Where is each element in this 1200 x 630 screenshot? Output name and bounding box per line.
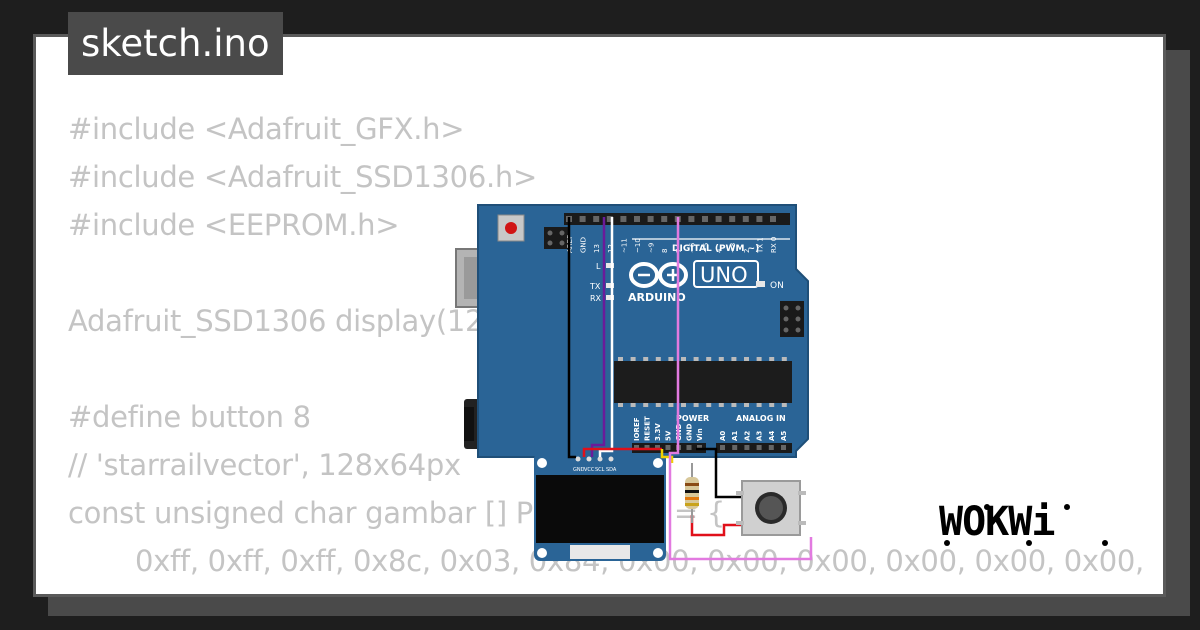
header-pin xyxy=(688,216,695,222)
rx-led-label: RX xyxy=(590,294,602,303)
power-pin-label: IOREF xyxy=(633,417,641,441)
code-line: // 'starrailvector', 128x64px xyxy=(68,448,461,482)
wire-scl xyxy=(590,217,606,457)
power-pin-label: GND xyxy=(686,423,694,441)
analog-pin-label: A4 xyxy=(768,431,776,441)
top-pin-label: ~10 xyxy=(634,238,642,253)
code-line: #define button 8 xyxy=(68,400,311,434)
top-pin-label: 4 xyxy=(716,248,724,253)
wokwi-logo: WOKWi xyxy=(939,499,1108,546)
analog-header xyxy=(716,443,792,453)
oled-pin-label: VCC xyxy=(584,467,595,473)
analog-label: ANALOG IN xyxy=(736,414,786,423)
icsp-header-2 xyxy=(780,301,804,337)
analog-pin-label: A5 xyxy=(780,431,788,441)
wire-gnd xyxy=(567,217,576,459)
resistor xyxy=(685,463,699,523)
oled-pin-label: SCL xyxy=(595,467,605,473)
wire-gnd-button xyxy=(696,447,742,499)
wire-vcc xyxy=(582,447,662,457)
wire-red-button xyxy=(690,515,742,537)
power-label: POWER xyxy=(676,414,709,423)
analog-pin-label: A3 xyxy=(756,431,764,441)
header-pin xyxy=(729,216,736,222)
top-pin-label: 2 xyxy=(743,249,751,253)
top-pin-label: ~9 xyxy=(648,243,656,253)
top-pin-label: ~5 xyxy=(702,243,710,253)
top-pin-label: 8 xyxy=(661,249,669,253)
header-pin xyxy=(647,216,654,222)
code-line: #include <Adafruit_GFX.h> xyxy=(68,112,465,146)
preview-card: #include <Adafruit_GFX.h> #include <Adafr… xyxy=(33,34,1166,597)
on-led-label: ON xyxy=(770,281,784,291)
code-preview: #include <Adafruit_GFX.h> #include <Adafr… xyxy=(68,105,1163,594)
header-pin xyxy=(742,216,749,222)
l-led-label: L xyxy=(596,262,601,271)
arduino-brand: ARDUINO xyxy=(628,291,686,304)
top-pin-label: ~3 xyxy=(729,243,737,253)
power-pin-label: RESET xyxy=(644,416,652,441)
wokwi-logo-text: WOKWi xyxy=(939,499,1054,545)
wire-pink xyxy=(668,217,813,561)
digital-label: DIGITAL (PWM ~) xyxy=(672,244,759,254)
analog-pin-label: A2 xyxy=(743,431,751,441)
header-pin xyxy=(770,216,776,222)
top-pin-label: ~11 xyxy=(620,238,628,253)
top-pin-label: GND xyxy=(580,237,588,253)
header-pin xyxy=(702,216,708,222)
wire-5v-yellow xyxy=(660,449,674,463)
header-pin xyxy=(606,216,613,222)
analog-pin-label: A0 xyxy=(719,431,727,441)
header-pin xyxy=(579,216,586,222)
power-pin-label: 3.3V xyxy=(654,423,662,441)
oled-pin-label: SDA xyxy=(606,467,617,473)
reset-button xyxy=(497,214,525,242)
code-line: 0xff, 0xff, 0xff, 0x8e, 0x03, 0x7c, 0x00… xyxy=(68,585,1163,594)
code-line: #include <Adafruit_SSD1306.h> xyxy=(68,160,537,194)
power-pin-label: Vin xyxy=(696,428,704,441)
top-pin-label: TX 1 xyxy=(756,237,764,254)
header-pin xyxy=(661,216,668,222)
board-model: UNO xyxy=(700,263,748,287)
wires xyxy=(567,217,813,561)
icsp-header xyxy=(544,227,568,249)
analog-pin-label: A1 xyxy=(731,431,739,441)
oled-pin-label: GND xyxy=(573,467,585,473)
file-tab[interactable]: sketch.ino xyxy=(68,12,283,75)
wire-sda xyxy=(598,217,614,457)
tx-led-label: TX xyxy=(589,282,601,291)
header-pin xyxy=(593,216,600,222)
atmega-chip xyxy=(614,361,792,403)
header-pin xyxy=(715,216,722,222)
power-pin-label: 5V xyxy=(665,430,673,441)
push-button xyxy=(736,480,806,536)
header-pin xyxy=(634,216,640,222)
header-pin xyxy=(620,216,627,222)
top-pin-label: ~6 xyxy=(688,242,696,253)
arduino-logo xyxy=(629,262,688,288)
header-pin xyxy=(756,216,763,222)
top-pin-label: 13 xyxy=(593,244,601,253)
top-pin-label: RX 0 xyxy=(770,237,778,253)
code-line: #include <EEPROM.h> xyxy=(68,208,400,242)
